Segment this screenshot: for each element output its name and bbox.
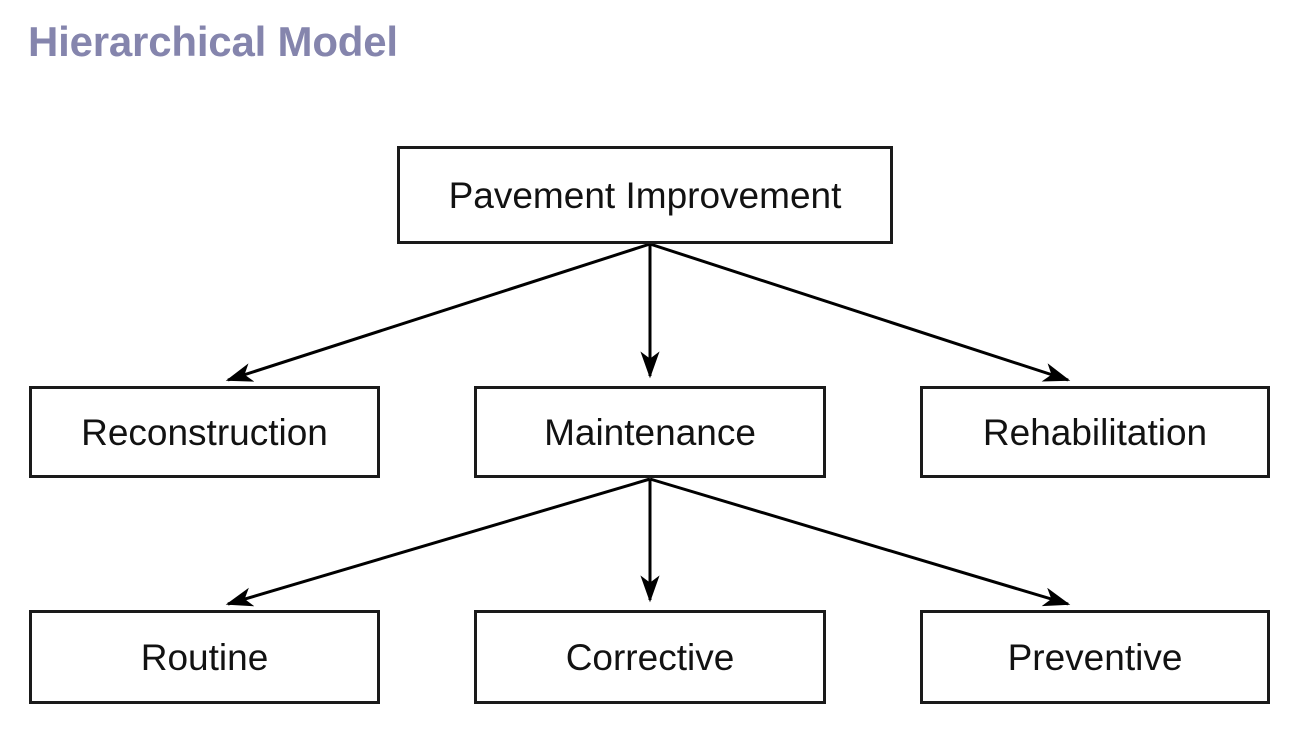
edge-maintenance-to-preventive — [649, 477, 1071, 607]
edge-maintenance-to-routine — [225, 477, 651, 607]
node-label: Preventive — [1007, 636, 1183, 678]
node-routine[interactable]: Routine — [29, 610, 380, 704]
edge-root-to-reconstruction — [225, 242, 651, 382]
node-label: Corrective — [565, 636, 735, 678]
node-label: Maintenance — [544, 411, 756, 453]
node-label: Reconstruction — [81, 411, 328, 453]
node-label: Rehabilitation — [982, 411, 1208, 453]
node-preventive[interactable]: Preventive — [920, 610, 1270, 704]
page-title: Hierarchical Model — [28, 18, 398, 65]
node-reconstruction[interactable]: Reconstruction — [29, 386, 380, 478]
edge-root-to-rehabilitation — [649, 242, 1071, 382]
node-pavement-improvement[interactable]: Pavement Improvement — [397, 146, 893, 244]
node-rehabilitation[interactable]: Rehabilitation — [920, 386, 1270, 478]
node-label: Routine — [140, 636, 269, 678]
node-label: Pavement Improvement — [448, 174, 842, 216]
node-maintenance[interactable]: Maintenance — [474, 386, 826, 478]
node-corrective[interactable]: Corrective — [474, 610, 826, 704]
